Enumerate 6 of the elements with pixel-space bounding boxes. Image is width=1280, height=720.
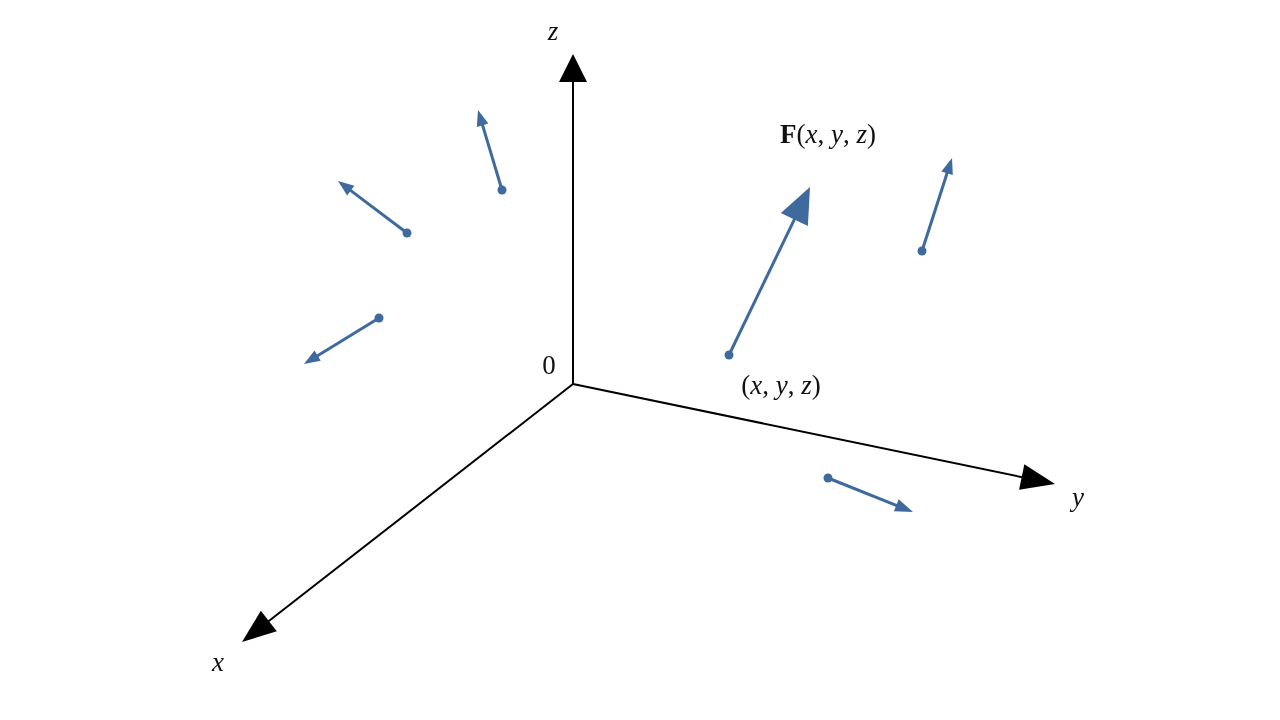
axis-label: z [547,17,559,45]
vector-field-label: F(x, y, z) [780,120,876,148]
axis-label: x [212,648,224,676]
axis-label: y [1072,483,1084,511]
origin-label: 0 [542,351,556,379]
point-label: (x, y, z) [741,371,821,399]
